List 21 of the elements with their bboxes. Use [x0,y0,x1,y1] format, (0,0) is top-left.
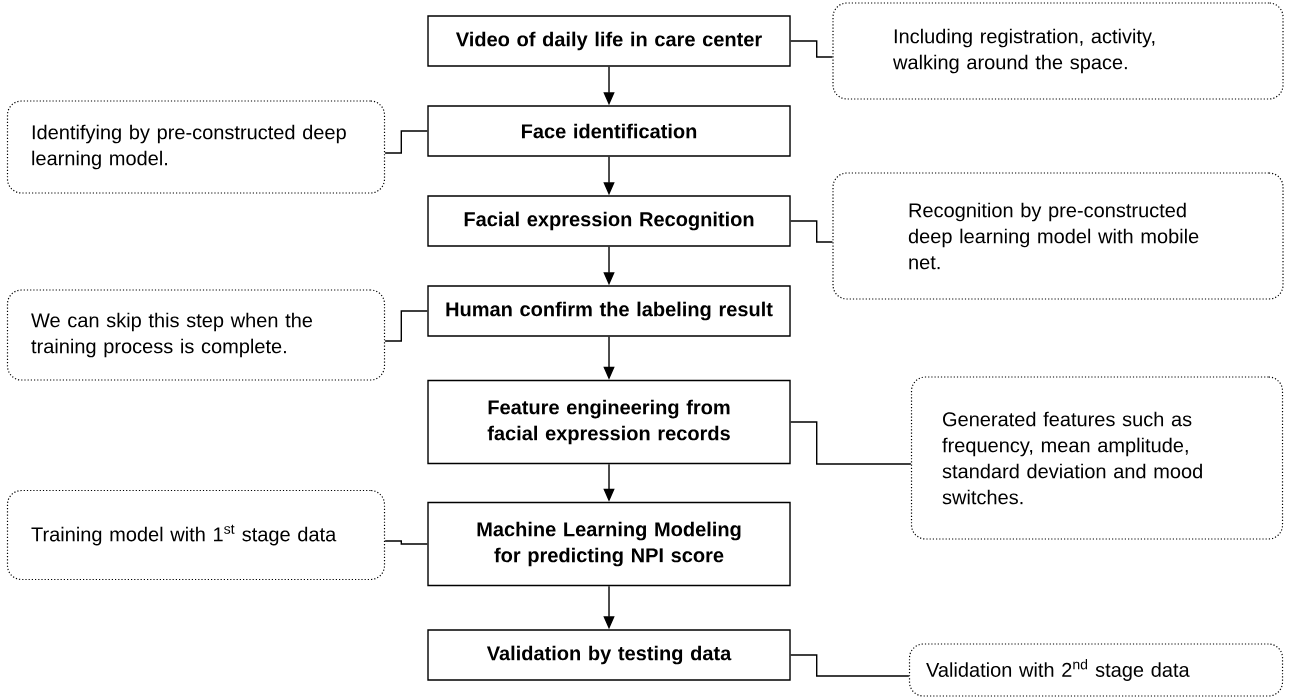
connector-line [790,40,834,58]
process-box: Feature engineering from facial expression records [427,379,791,465]
process-box: Facial expression Recognition [427,195,791,247]
process-box: Machine Learning Modeling for predicting NPI score [427,501,791,587]
note-box: Identifying by pre-constructed deep learning model. [6,100,386,194]
connector-line [384,310,428,342]
process-box: Validation by testing data [427,629,791,681]
process-box: Face identification [427,105,791,157]
connector-line [384,540,428,545]
connector-line [384,130,428,154]
note-box: Including registration, activity, walking around the space. [832,2,1284,100]
connector-line [790,421,912,465]
note-box: Recognition by pre-constructed deep learning model with mobile net. [832,172,1284,300]
note-box: Validation with 2$^{nd}$ stage data [908,643,1284,697]
note-box: Generated features such as frequency, mean amplitude, standard deviation and mood switches. [910,376,1284,540]
process-box: Human confirm the labeling result [427,285,791,337]
connector-line [790,220,834,243]
connector-line [790,654,910,677]
process-box: Video of daily life in care center [427,15,791,67]
note-box: We can skip this step when the training process is complete. [6,289,386,381]
note-box: Training model with 1$^{st}$ stage data [6,489,386,581]
